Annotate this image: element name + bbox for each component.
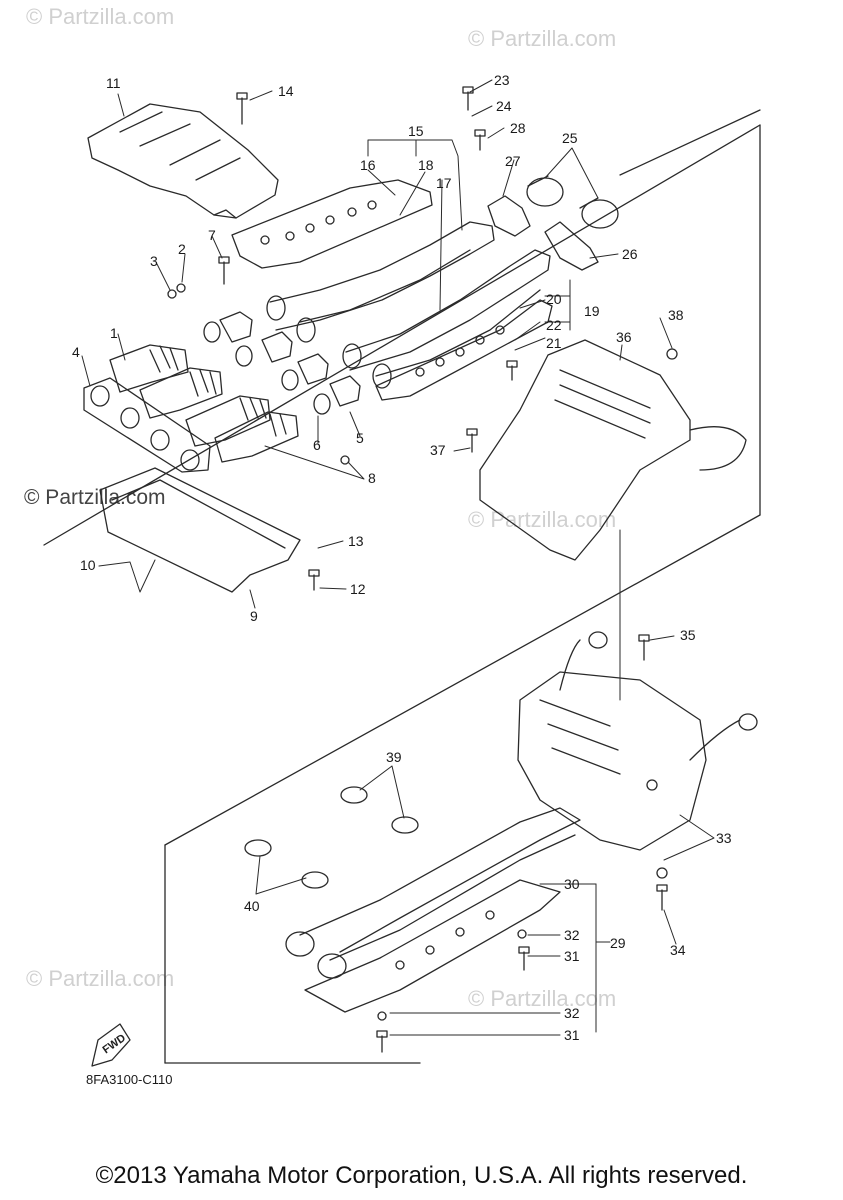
callout-4: 4 bbox=[72, 344, 80, 360]
callout-3: 3 bbox=[150, 253, 158, 269]
callout-30: 30 bbox=[564, 876, 580, 892]
callout-31-upper: 31 bbox=[564, 948, 580, 964]
diagram-code: 8FA3100-C110 bbox=[86, 1072, 173, 1087]
callout-7: 7 bbox=[208, 227, 216, 243]
callout-11: 11 bbox=[106, 75, 121, 91]
muffler-bracket-30 bbox=[304, 879, 561, 1013]
callout-26: 26 bbox=[622, 246, 638, 262]
muffler-body-29 bbox=[517, 631, 758, 851]
callout-32-lower: 32 bbox=[564, 1005, 580, 1021]
callout-24: 24 bbox=[496, 98, 512, 114]
bolt-hardware bbox=[167, 86, 678, 1053]
exhaust-clamps-5 bbox=[219, 311, 361, 407]
frame-boundary-upper bbox=[43, 124, 761, 546]
manifold-gasket-4 bbox=[83, 377, 211, 473]
heat-protector-11 bbox=[87, 103, 279, 219]
callout-6: 6 bbox=[313, 437, 321, 453]
watermark-top-left: © Partzilla.com bbox=[26, 4, 175, 29]
callout-29: 29 bbox=[610, 935, 626, 951]
watermark-bottom-left: © Partzilla.com bbox=[26, 966, 175, 991]
callout-12: 12 bbox=[350, 581, 366, 597]
exhaust-bracket-20 bbox=[375, 299, 553, 401]
copyright-notice: ©2013 Yamaha Motor Corporation, U.S.A. A… bbox=[95, 1162, 748, 1189]
frame-upper-right-edge bbox=[619, 109, 761, 176]
callout-9: 9 bbox=[250, 608, 258, 624]
callout-20: 20 bbox=[546, 291, 562, 307]
callout-31-lower: 31 bbox=[564, 1027, 580, 1043]
callout-14: 14 bbox=[278, 83, 294, 99]
callout-1: 1 bbox=[110, 325, 118, 341]
exhaust-gaskets-6 bbox=[203, 321, 331, 415]
forward-arrow-icon bbox=[91, 1023, 131, 1067]
flex-joint-pipes-1 bbox=[109, 344, 299, 463]
watermark-middle-right: © Partzilla.com bbox=[468, 507, 617, 532]
callout-39: 39 bbox=[386, 749, 402, 765]
frame-boundary-lower bbox=[164, 514, 761, 846]
catalyst-rings-25 bbox=[526, 175, 619, 229]
callout-8: 8 bbox=[368, 470, 376, 486]
callout-28: 28 bbox=[510, 120, 526, 136]
watermark-bottom-right: © Partzilla.com bbox=[468, 986, 617, 1011]
callout-16: 16 bbox=[360, 157, 376, 173]
callout-18: 18 bbox=[418, 157, 434, 173]
lower-heat-shield-9 bbox=[99, 467, 301, 593]
grommets-39 bbox=[340, 786, 419, 834]
watermark-top-right: © Partzilla.com bbox=[468, 26, 617, 51]
callout-21: 21 bbox=[546, 335, 562, 351]
callout-35: 35 bbox=[680, 627, 696, 643]
callout-25: 25 bbox=[562, 130, 578, 146]
callout-22: 22 bbox=[546, 317, 562, 333]
callout-19: 19 bbox=[584, 303, 600, 319]
callout-32-upper: 32 bbox=[564, 927, 580, 943]
callout-2: 2 bbox=[178, 241, 186, 257]
callout-5: 5 bbox=[356, 430, 364, 446]
callout-15: 15 bbox=[408, 123, 424, 139]
grommets-40 bbox=[244, 839, 329, 889]
callout-40: 40 bbox=[244, 898, 260, 914]
callout-23: 23 bbox=[494, 72, 510, 88]
callout-10: 10 bbox=[80, 557, 96, 573]
callout-17: 17 bbox=[436, 175, 452, 191]
callout-33: 33 bbox=[716, 830, 732, 846]
leader-lines bbox=[81, 79, 715, 1036]
callout-13: 13 bbox=[348, 533, 364, 549]
catalyst-holder-26 bbox=[544, 221, 599, 271]
callout-38: 38 bbox=[668, 307, 684, 323]
callout-34: 34 bbox=[670, 942, 686, 958]
muffler-protector-36 bbox=[479, 339, 747, 561]
callout-numbers: 1 2 3 4 5 6 7 8 9 10 11 12 13 14 15 16 1… bbox=[72, 72, 732, 1043]
catalyst-holder-27 bbox=[487, 195, 531, 237]
callout-27: 27 bbox=[505, 153, 521, 169]
exhaust-bracket-16 bbox=[231, 179, 433, 269]
callout-36: 36 bbox=[616, 329, 632, 345]
callout-37: 37 bbox=[430, 442, 446, 458]
exhaust-header-pipes bbox=[266, 221, 551, 389]
